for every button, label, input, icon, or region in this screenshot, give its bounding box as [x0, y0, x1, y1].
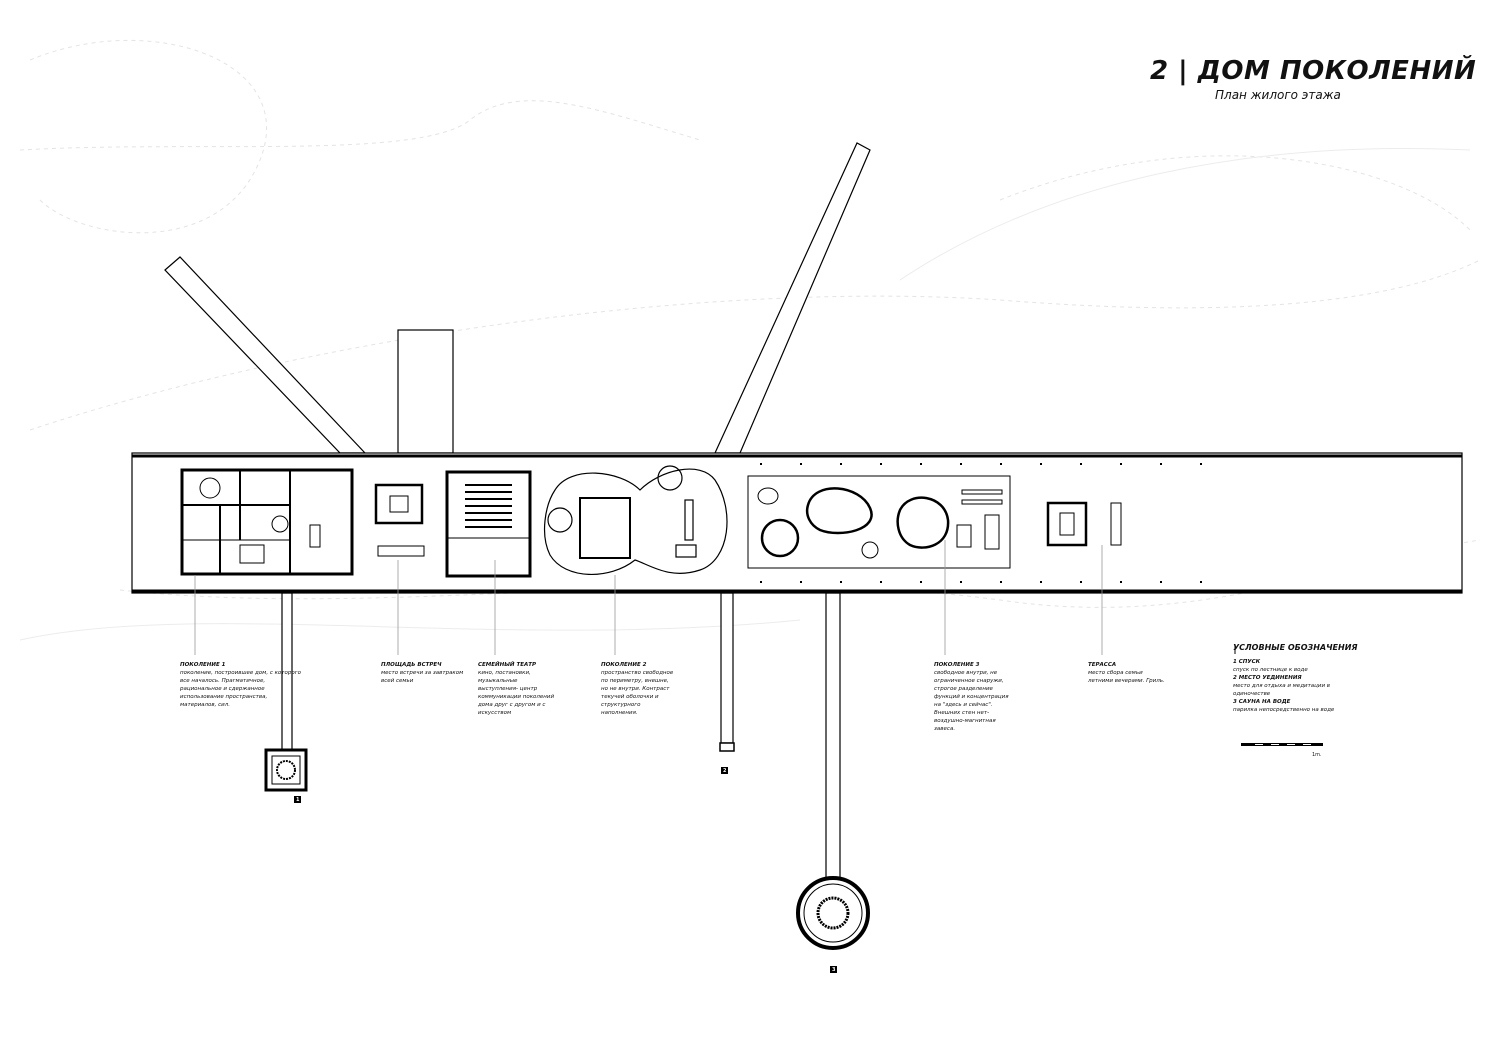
legend-item-text: спуск по лестнице к воде — [1233, 667, 1308, 673]
generation-2-block — [544, 465, 728, 576]
theater-block — [445, 470, 532, 578]
note-heading: ПЛОЩАДЬ ВСТРЕЧ — [381, 662, 442, 668]
main-volume — [131, 452, 1463, 594]
note-text: свободное внутри, не ограниченное снаруж… — [934, 670, 1009, 732]
note-text: поколение, построившее дом, с которого в… — [180, 670, 301, 708]
note-generation-3: ПОКОЛЕНИЕ 3 свободное внутри, не огранич… — [934, 661, 1016, 733]
solitude-place — [719, 742, 735, 752]
legend: УСЛОВНЫЕ ОБОЗНАЧЕНИЯ 1 СПУСК спуск по ле… — [1233, 644, 1363, 714]
stair-descent-1 — [264, 748, 308, 792]
generation-3-block — [747, 475, 1011, 569]
legend-item-text: место для отдыха и медитации в одиночест… — [1233, 683, 1331, 697]
marker-2: 2 — [723, 768, 727, 774]
note-text: место встречи за завтраком всей семьи — [381, 670, 464, 684]
note-heading: ПОКОЛЕНИЕ 2 — [601, 662, 647, 668]
note-generation-1: ПОКОЛЕНИЕ 1 поколение, построившее дом, … — [180, 661, 305, 709]
note-heading: СЕМЕЙНЫЙ ТЕАТР — [478, 662, 536, 668]
note-family-theater: СЕМЕЙНЫЙ ТЕАТР кино, постановки, музыкал… — [478, 661, 558, 717]
note-text: пространство свободное по периметру, вне… — [601, 670, 674, 716]
note-heading: ТЕРАССА — [1088, 662, 1117, 668]
marker-3: 3 — [832, 967, 836, 973]
marker-1: 1 — [296, 797, 300, 803]
legend-item-heading: 3 САУНА НА ВОДЕ — [1233, 699, 1291, 705]
legend-item-heading: 1 СПУСК — [1233, 659, 1261, 665]
page-subtitle: План жилого этажа — [1215, 88, 1341, 102]
note-heading: ПОКОЛЕНИЕ 3 — [934, 662, 980, 668]
page-title: 2 | ДОМ ПОКОЛЕНИЙ — [1150, 56, 1477, 86]
legend-title: УСЛОВНЫЕ ОБОЗНАЧЕНИЯ — [1233, 643, 1358, 652]
scale-label: 1m. — [1312, 752, 1322, 758]
note-meeting-square: ПЛОЩАДЬ ВСТРЕЧ место встречи за завтрако… — [381, 661, 471, 685]
note-heading: ПОКОЛЕНИЕ 1 — [180, 662, 226, 668]
legend-item-text: парилка непосредственно на воде — [1233, 707, 1335, 713]
meeting-square-furniture — [374, 483, 425, 557]
note-terrace: ТЕРАССА место сбора семьи летними вечера… — [1088, 661, 1168, 685]
generation-1-block — [180, 468, 354, 576]
leader-lines — [194, 540, 1103, 655]
note-text: кино, постановки, музыкальные выступлени… — [478, 670, 555, 716]
terrace-furniture — [1046, 501, 1122, 547]
corridors — [164, 142, 871, 884]
legend-item-heading: 2 МЕСТО УЕДИНЕНИЯ — [1233, 675, 1302, 681]
note-text: место сбора семьи летними вечерами. Грил… — [1088, 670, 1165, 684]
sauna-on-water — [796, 876, 870, 950]
scale-bar — [1241, 743, 1323, 746]
note-generation-2: ПОКОЛЕНИЕ 2 пространство свободное по пе… — [601, 661, 676, 717]
